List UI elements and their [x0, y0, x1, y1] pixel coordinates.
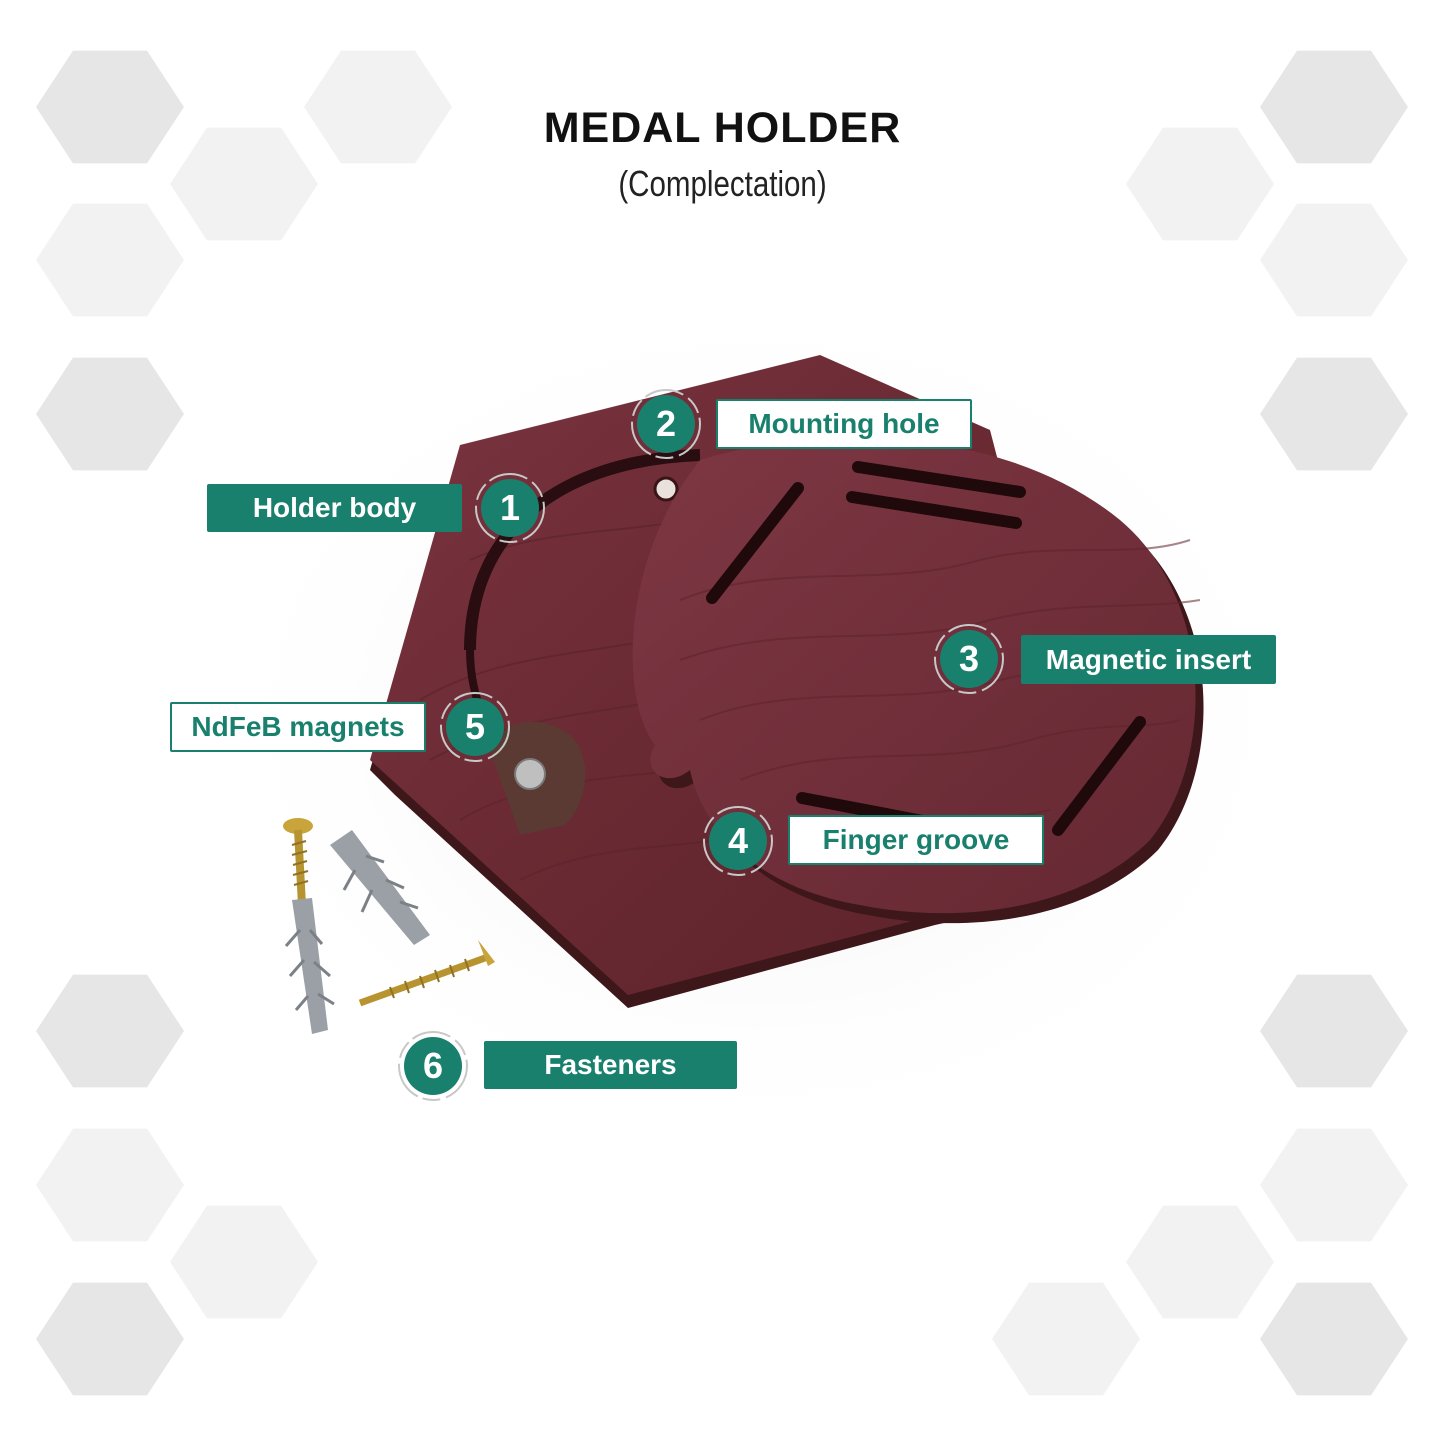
callout-badge-5: 5 [438, 690, 512, 764]
callout-label-mounting-hole: Mounting hole [716, 399, 972, 449]
callout-label-fasteners: Fasteners [484, 1041, 737, 1089]
badge-ring-icon [398, 1031, 468, 1101]
callout-number: 4 [709, 812, 767, 870]
hexagon-decoration [1260, 974, 1408, 1088]
callout-badge-3: 3 [932, 622, 1006, 696]
hexagon-decoration [36, 357, 184, 471]
hexagon-pattern [36, 50, 1408, 1396]
hexagon-decoration [1260, 1282, 1408, 1396]
badge-ring-icon [440, 692, 510, 762]
hexagon-decoration [1260, 357, 1408, 471]
hexagon-decoration [170, 127, 318, 241]
callout-number: 2 [637, 395, 695, 453]
callout-badge-6: 6 [396, 1029, 470, 1103]
badge-ring-icon [703, 806, 773, 876]
hexagon-decoration [1260, 1128, 1408, 1242]
callout-number: 5 [446, 698, 504, 756]
hexagon-decoration [1126, 1205, 1274, 1319]
magnet-piece-illustration [490, 721, 586, 835]
hexagon-decoration [36, 974, 184, 1088]
hexagon-decoration [1260, 50, 1408, 164]
callout-badge-1: 1 [473, 471, 547, 545]
badge-ring-icon [934, 624, 1004, 694]
hexagon-decoration [36, 50, 184, 164]
hexagon-decoration [36, 1128, 184, 1242]
callout-label-ndfeb-magnets: NdFeB magnets [170, 702, 426, 752]
magnetic-insert-illustration [632, 437, 1204, 924]
page-subtitle: (Complectation) [618, 163, 827, 204]
hexagon-decoration [304, 50, 452, 164]
mounting-hole-icon [655, 478, 677, 500]
page-title: MEDAL HOLDER [543, 104, 902, 152]
hexagon-decoration [1260, 203, 1408, 317]
callout-badge-2: 2 [629, 387, 703, 461]
fasteners-illustration [283, 818, 495, 1034]
callout-number: 1 [481, 479, 539, 537]
hexagon-decoration [992, 1282, 1140, 1396]
hexagon-decoration [36, 203, 184, 317]
callout-number: 3 [940, 630, 998, 688]
badge-ring-icon [631, 389, 701, 459]
callout-label-magnetic-insert: Magnetic insert [1021, 635, 1276, 684]
badge-ring-icon [475, 473, 545, 543]
callout-number: 6 [404, 1037, 462, 1095]
hexagon-decoration [170, 1205, 318, 1319]
callout-badge-4: 4 [701, 804, 775, 878]
callout-label-holder-body: Holder body [207, 484, 462, 532]
callout-label-finger-groove: Finger groove [788, 815, 1044, 865]
hexagon-decoration [1126, 127, 1274, 241]
hexagon-decoration [36, 1282, 184, 1396]
